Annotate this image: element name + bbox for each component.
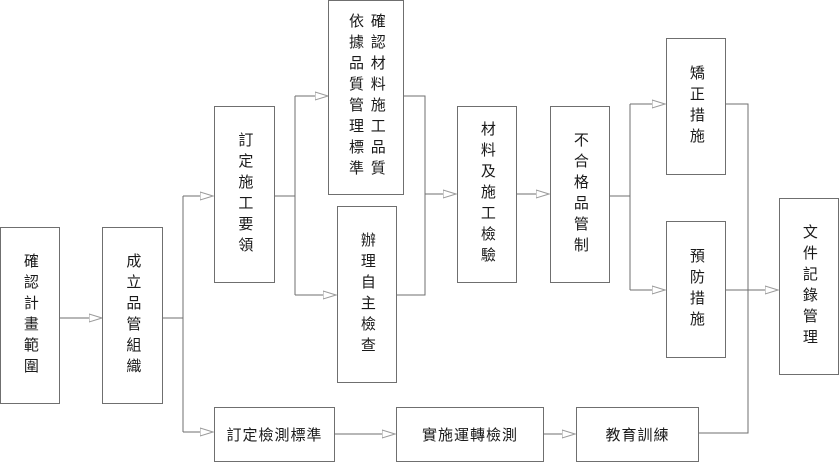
node-confirm-scope-label: 確認計畫範圍 <box>21 252 40 379</box>
node-material-inspection: 材料及施工檢驗 <box>457 106 517 283</box>
node-material-standards: 確認材料施工品質依據品質管理標準 <box>328 0 404 195</box>
node-quality-org: 成立品管組織 <box>102 227 163 404</box>
node-corrective: 矯正措施 <box>666 38 726 175</box>
node-confirm-scope: 確認計畫範圍 <box>0 227 60 404</box>
node-test-standards: 訂定檢測標準 <box>214 407 335 462</box>
node-corrective-label: 矯正措施 <box>687 64 706 149</box>
node-preventive: 預防措施 <box>666 221 726 358</box>
node-construction-guidelines: 訂定施工要領 <box>214 106 275 283</box>
node-documents-label: 文件記錄管理 <box>800 223 819 350</box>
node-preventive-label: 預防措施 <box>687 247 706 332</box>
connector-training-to-docs <box>698 290 749 434</box>
node-test-standards-label: 訂定檢測標準 <box>226 426 323 444</box>
node-construction-guidelines-label: 訂定施工要領 <box>236 131 255 258</box>
node-training-label: 教育訓練 <box>605 426 670 444</box>
node-operation-test-label: 實施運轉檢測 <box>421 426 518 444</box>
node-quality-org-label: 成立品管組織 <box>124 252 143 379</box>
node-self-inspection: 辦理自主檢查 <box>337 206 397 383</box>
node-nonconformance-label: 不合格品管制 <box>571 131 590 258</box>
node-operation-test: 實施運轉檢測 <box>396 407 544 462</box>
node-nonconformance: 不合格品管制 <box>550 106 610 283</box>
connector-corrective-to-docs <box>725 103 749 290</box>
connector-material-standards-merge <box>396 95 426 296</box>
node-self-inspection-label: 辦理自主檢查 <box>358 231 377 358</box>
node-documents: 文件記錄管理 <box>779 198 839 375</box>
node-material-inspection-label: 材料及施工檢驗 <box>478 121 497 268</box>
node-training: 教育訓練 <box>576 407 699 462</box>
node-material-standards-label: 確認材料施工品質依據品質管理標準 <box>347 12 387 181</box>
